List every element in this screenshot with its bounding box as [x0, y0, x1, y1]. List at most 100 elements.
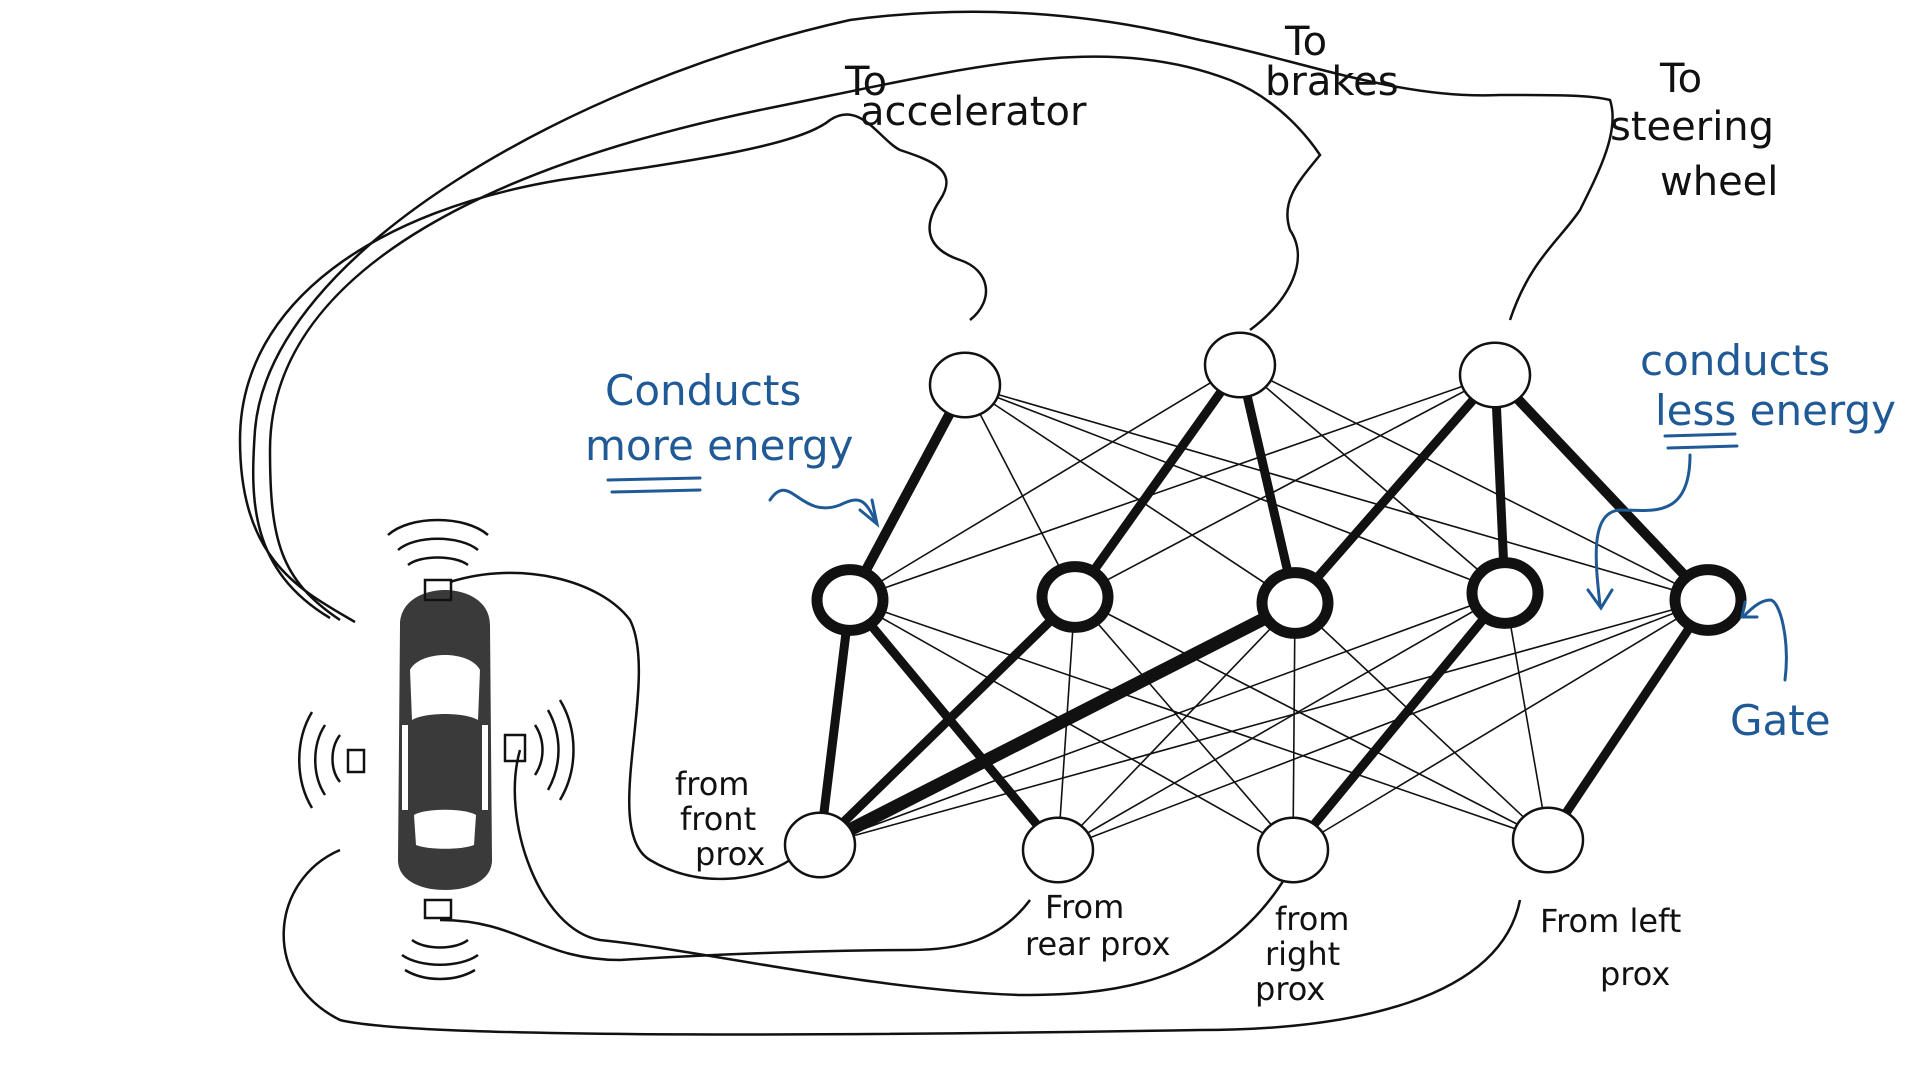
- label-right-prox: prox: [1255, 970, 1325, 1008]
- connection-hidden1-left: [1074, 596, 1549, 841]
- proximity-sensor-icon: [423, 898, 453, 920]
- car-top-view-icon: [398, 590, 492, 890]
- connection-accel-hidden4: [964, 384, 1709, 601]
- input-node-left: [1511, 806, 1585, 874]
- annotation-marks: [606, 432, 1788, 682]
- proximity-sensor-icon: [346, 748, 366, 774]
- wire-steering: [251, 10, 1614, 620]
- arrow-more-head: [858, 498, 880, 528]
- label-left-prox: prox: [1600, 955, 1670, 993]
- label-left-from: From left: [1540, 902, 1681, 940]
- underline-more-2: [610, 488, 702, 494]
- arrow-gate-head: [1740, 600, 1759, 619]
- connection-hidden0-left: [849, 599, 1549, 841]
- strong-connection-6: [815, 595, 855, 850]
- arrow-more-stem: [768, 488, 877, 522]
- strong-connection-4: [1490, 370, 1510, 598]
- label-steering-to: To: [1659, 56, 1702, 102]
- annotation-more-line2: more energy: [585, 421, 854, 470]
- output-wires: [238, 10, 1614, 624]
- proximity-sensors: [298, 518, 575, 981]
- connection-brakes-hidden3: [1239, 364, 1506, 594]
- annotation-less-line1: conducts: [1640, 336, 1830, 385]
- strong-connection-1: [1070, 360, 1245, 602]
- connection-hidden3-front: [819, 592, 1506, 846]
- input-node-right: [1256, 816, 1330, 884]
- connection-hidden2-rear: [1057, 602, 1296, 851]
- connection-steer-hidden0: [849, 374, 1496, 601]
- signal-waves-icon: [558, 699, 575, 801]
- strong-connection-0: [845, 380, 970, 605]
- connection-hidden3-rear: [1057, 592, 1506, 851]
- connection-accel-hidden3: [964, 384, 1506, 594]
- output-node-steer: [1458, 341, 1532, 409]
- connection-hidden2-right: [1292, 602, 1296, 851]
- annotations: Conducts more energy conducts less energ…: [585, 336, 1896, 745]
- strong-connection-10: [1288, 588, 1510, 855]
- strong-connection-5: [1490, 370, 1713, 605]
- signal-waves-icon: [387, 518, 489, 536]
- wire-rear-sensor: [439, 899, 1031, 962]
- strong-connection-3: [1290, 370, 1500, 608]
- output-node-accel: [928, 351, 1002, 419]
- connection-brakes-hidden4: [1239, 364, 1709, 601]
- underline-less-2: [1666, 444, 1739, 450]
- connection-hidden4-rear: [1057, 599, 1709, 851]
- hidden-gate-node-4: [1669, 564, 1747, 636]
- input-node-rear: [1021, 816, 1095, 884]
- connection-hidden1-right: [1074, 596, 1294, 851]
- wire-accelerator: [238, 113, 988, 624]
- label-accelerator-name: accelerator: [860, 89, 1087, 135]
- proximity-sensor-icon: [503, 733, 527, 763]
- arrow-less-head: [1586, 588, 1614, 611]
- signal-waves-icon: [298, 711, 314, 809]
- hidden-gate-node-0: [811, 564, 889, 636]
- arrow-less-stem: [1594, 453, 1692, 607]
- network-nodes: [783, 331, 1747, 884]
- arrow-gate-stem: [1743, 598, 1788, 682]
- underline-more-1: [606, 476, 702, 482]
- connection-hidden4-front: [819, 599, 1709, 846]
- output-node-brakes: [1203, 331, 1277, 399]
- connection-brakes-hidden0: [849, 364, 1241, 601]
- signal-waves-icon: [404, 968, 476, 981]
- label-right-from: from: [1275, 900, 1349, 938]
- signal-waves-icon: [397, 537, 479, 552]
- annotation-more-line1: Conducts: [605, 366, 801, 415]
- connection-steer-hidden1: [1074, 374, 1496, 598]
- label-rear-name: rear prox: [1025, 925, 1170, 963]
- input-wires: [282, 571, 1522, 1036]
- label-right-name: right: [1265, 935, 1340, 973]
- signal-waves-icon: [533, 724, 544, 776]
- input-node-front: [783, 811, 857, 879]
- car-side-right: [482, 725, 488, 810]
- label-front-name: front: [680, 800, 756, 838]
- car-windshield: [410, 655, 480, 720]
- annotation-less-line2: less energy: [1655, 386, 1896, 435]
- label-brakes-name: brakes: [1265, 59, 1399, 105]
- label-front-from: from: [675, 765, 749, 803]
- hidden-gate-node-2: [1256, 567, 1334, 639]
- signal-waves-icon: [331, 734, 342, 783]
- label-brakes-to: To: [1284, 19, 1327, 65]
- signal-waves-icon: [411, 938, 469, 949]
- strong-connection-7: [845, 595, 1063, 855]
- signal-waves-icon: [407, 556, 469, 567]
- thick-connections: [813, 360, 1713, 855]
- car-rear-window: [414, 809, 476, 849]
- strong-connection-8: [815, 592, 1080, 850]
- label-front-prox: prox: [695, 835, 765, 873]
- label-accelerator-to: To: [844, 59, 887, 105]
- proximity-sensor-icon: [423, 578, 453, 602]
- underline-less-1: [1663, 432, 1737, 438]
- output-labels: To accelerator To brakes To steering whe…: [844, 19, 1778, 205]
- annotation-gate: Gate: [1730, 696, 1831, 745]
- signal-waves-icon: [314, 724, 327, 796]
- signal-waves-icon: [546, 709, 560, 791]
- strong-connection-11: [1543, 595, 1713, 845]
- wire-left-sensor: [282, 848, 1522, 1036]
- signal-waves-icon: [401, 953, 479, 966]
- connection-hidden2-left: [1294, 602, 1549, 841]
- hidden-gate-node-1: [1036, 561, 1114, 633]
